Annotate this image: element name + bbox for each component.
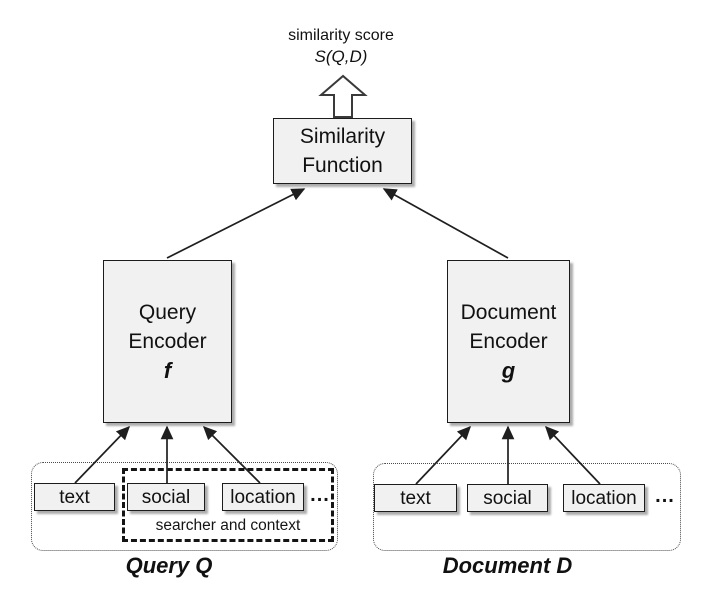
query-input-location-label: location [230, 486, 296, 508]
query-encoder-label-line2: Encoder [128, 330, 207, 353]
query-input-text-box: text [34, 483, 115, 511]
arrow-query-encoder-to-similarity [166, 188, 306, 259]
query-encoder-box: Query Encoder f [103, 260, 232, 423]
block-arrow-to-score-icon [318, 74, 368, 118]
document-input-text-label: text [400, 487, 431, 509]
arrow-document-encoder-to-similarity [382, 188, 509, 259]
similarity-score-label: similarity score [288, 27, 394, 44]
document-encoder-label-line1: Document [460, 301, 557, 324]
similarity-function-label-line1: Similarity [299, 125, 386, 148]
document-input-social-box: social [467, 484, 548, 512]
document-input-location-label: location [571, 487, 637, 509]
document-group-label: Document D [442, 553, 573, 578]
query-input-location-box: location [222, 483, 304, 511]
query-input-social-box: social [127, 483, 205, 511]
query-inputs-ellipsis: ... [310, 484, 330, 506]
query-input-social-label: social [141, 486, 191, 508]
query-encoder-label-line1: Query [138, 301, 197, 324]
query-encoder-symbol: f [163, 358, 172, 383]
query-group-label: Query Q [125, 553, 213, 578]
similarity-score-formula: S(Q,D) [314, 47, 368, 66]
document-input-social-label: social [483, 487, 532, 509]
query-group-container [31, 462, 338, 551]
document-encoder-label-line2: Encoder [469, 330, 548, 353]
document-input-location-box: location [563, 484, 645, 512]
similarity-function-box: Similarity Function [273, 118, 412, 184]
document-encoder-box: Document Encoder g [447, 260, 570, 423]
document-inputs-ellipsis: ... [655, 485, 675, 507]
document-encoder-symbol: g [501, 358, 516, 383]
similarity-score-text: similarity score S(Q,D) [251, 26, 431, 67]
document-group-container [373, 463, 681, 551]
searcher-context-label: searcher and context [155, 517, 301, 534]
query-input-text-label: text [59, 486, 90, 508]
document-input-text-box: text [374, 484, 457, 512]
similarity-function-label-line2: Function [302, 154, 383, 177]
